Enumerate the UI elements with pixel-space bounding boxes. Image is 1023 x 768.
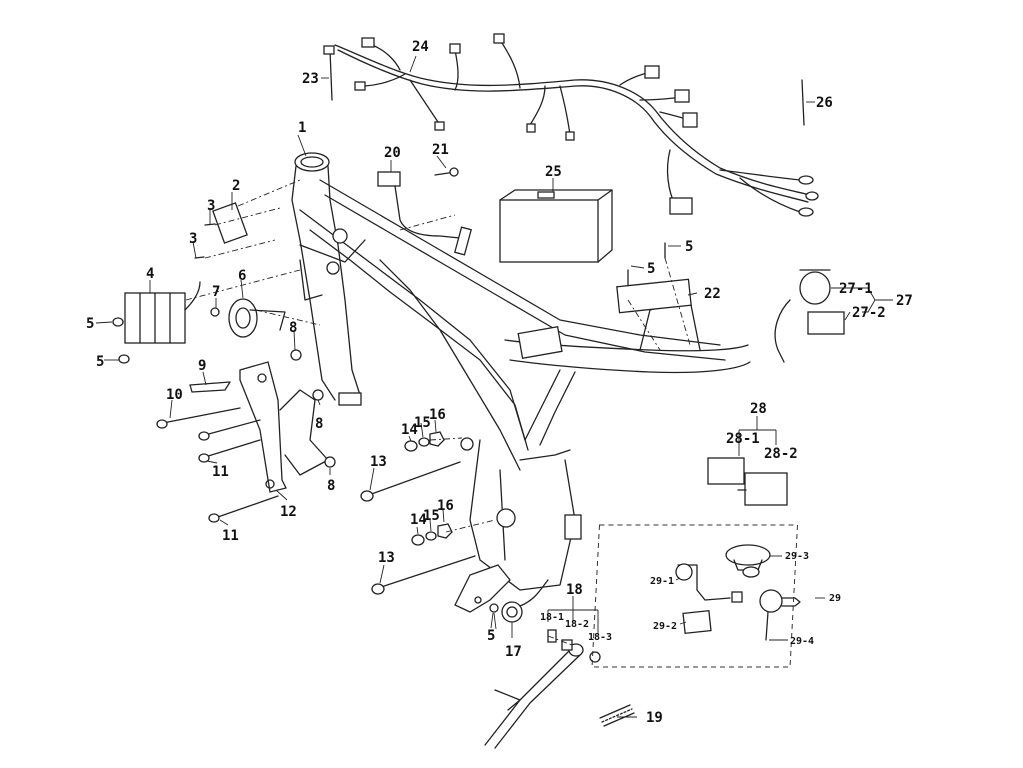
callout-18: 18 — [566, 582, 583, 598]
callout-5-ecu-b: 5 — [685, 239, 693, 255]
callout-13-lower: 13 — [378, 550, 395, 566]
callout-29-3: 29-3 — [785, 551, 809, 562]
callout-8-top: 8 — [289, 320, 297, 336]
callout-5-regulator-top: 5 — [86, 316, 94, 332]
callout-26: 26 — [816, 95, 833, 111]
parts — [112, 45, 845, 749]
callout-27-2: 27-2 — [852, 305, 886, 321]
callout-5-stand: 5 — [487, 628, 495, 644]
callout-19: 19 — [646, 710, 663, 726]
callout-8-bottom: 8 — [327, 478, 335, 494]
callout-14-upper: 14 — [401, 422, 418, 438]
callout-29-4: 29-4 — [790, 636, 814, 647]
callout-29-2: 29-2 — [653, 621, 677, 632]
callout-28-2: 28-2 — [764, 446, 798, 462]
callout-7: 7 — [212, 284, 220, 300]
callout-5-regulator-bottom: 5 — [96, 354, 104, 370]
callout-25: 25 — [545, 164, 562, 180]
callout-1: 1 — [298, 120, 306, 136]
callout-9: 9 — [198, 358, 206, 374]
callout-29-1: 29-1 — [650, 576, 674, 587]
callout-17: 17 — [505, 644, 522, 660]
callout-18-3: 18-3 — [588, 632, 612, 643]
callout-16-upper: 16 — [429, 407, 446, 423]
callout-29: 29 — [829, 593, 841, 604]
callout-23: 23 — [302, 71, 319, 87]
main-frame — [291, 152, 751, 591]
callout-22: 22 — [704, 286, 721, 302]
callout-10: 10 — [166, 387, 183, 403]
callout-labels: 1 2 3 3 4 5 5 6 7 8 8 8 9 10 11 11 12 13… — [86, 39, 913, 726]
callout-21: 21 — [432, 142, 449, 158]
callout-15-lower: 15 — [423, 508, 440, 524]
callout-8-mid: 8 — [315, 416, 323, 432]
callout-2: 2 — [232, 178, 240, 194]
callout-20: 20 — [384, 145, 401, 161]
callout-3-upper: 3 — [207, 198, 215, 214]
callout-16-lower: 16 — [437, 498, 454, 514]
assembly-lines — [185, 179, 691, 646]
callout-27-1: 27-1 — [839, 281, 873, 297]
wiring-harness — [334, 33, 819, 217]
callout-18-2: 18-2 — [565, 619, 589, 630]
callout-3-lower: 3 — [189, 231, 197, 247]
callout-14-lower: 14 — [410, 512, 427, 528]
callout-28-1: 28-1 — [726, 431, 760, 447]
callout-4: 4 — [146, 266, 154, 282]
callout-24: 24 — [412, 39, 429, 55]
callout-5-ecu-a: 5 — [647, 261, 655, 277]
callout-28: 28 — [750, 401, 767, 417]
leader-lines — [95, 55, 893, 718]
callout-11-lower: 11 — [222, 528, 239, 544]
callout-13-upper: 13 — [370, 454, 387, 470]
callout-12: 12 — [280, 504, 297, 520]
callout-15-upper: 15 — [414, 415, 431, 431]
callout-18-1: 18-1 — [540, 612, 564, 623]
callout-11-upper: 11 — [212, 464, 229, 480]
callout-27: 27 — [896, 293, 913, 309]
callout-6: 6 — [238, 268, 246, 284]
